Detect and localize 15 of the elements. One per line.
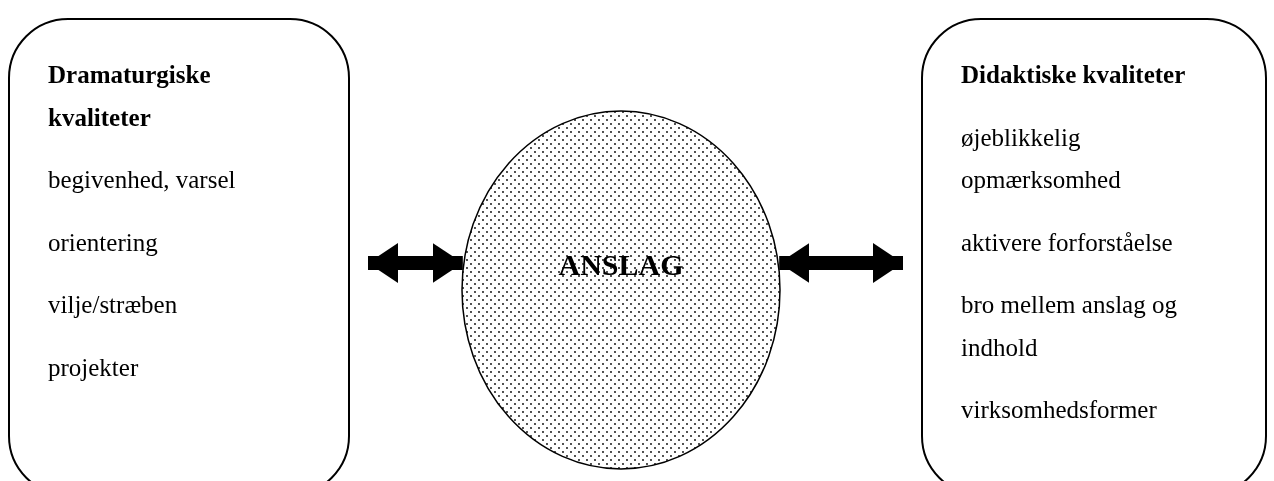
list-item: aktivere forforståelse <box>961 227 1174 258</box>
box-heading: Dramaturgiske kvaliteter <box>48 60 212 133</box>
rounded-box <box>8 18 350 481</box>
list-item: orientering <box>48 227 159 258</box>
double-arrow <box>368 243 463 283</box>
list-item: projekter <box>48 352 140 383</box>
list-item: bro mellem anslag og indhold <box>961 290 1178 363</box>
double-arrow <box>779 243 903 283</box>
rounded-box <box>921 18 1267 481</box>
list-item: begivenhed, varsel <box>48 165 237 195</box>
box-heading: Didaktiske kvaliteter <box>961 60 1187 90</box>
list-item: vilje/stræben <box>48 290 179 320</box>
center-label: ANSLAG <box>558 246 684 283</box>
list-item: øjeblikkelig opmærksomhed <box>961 122 1122 195</box>
list-item: virksomhedsformer <box>961 395 1158 425</box>
